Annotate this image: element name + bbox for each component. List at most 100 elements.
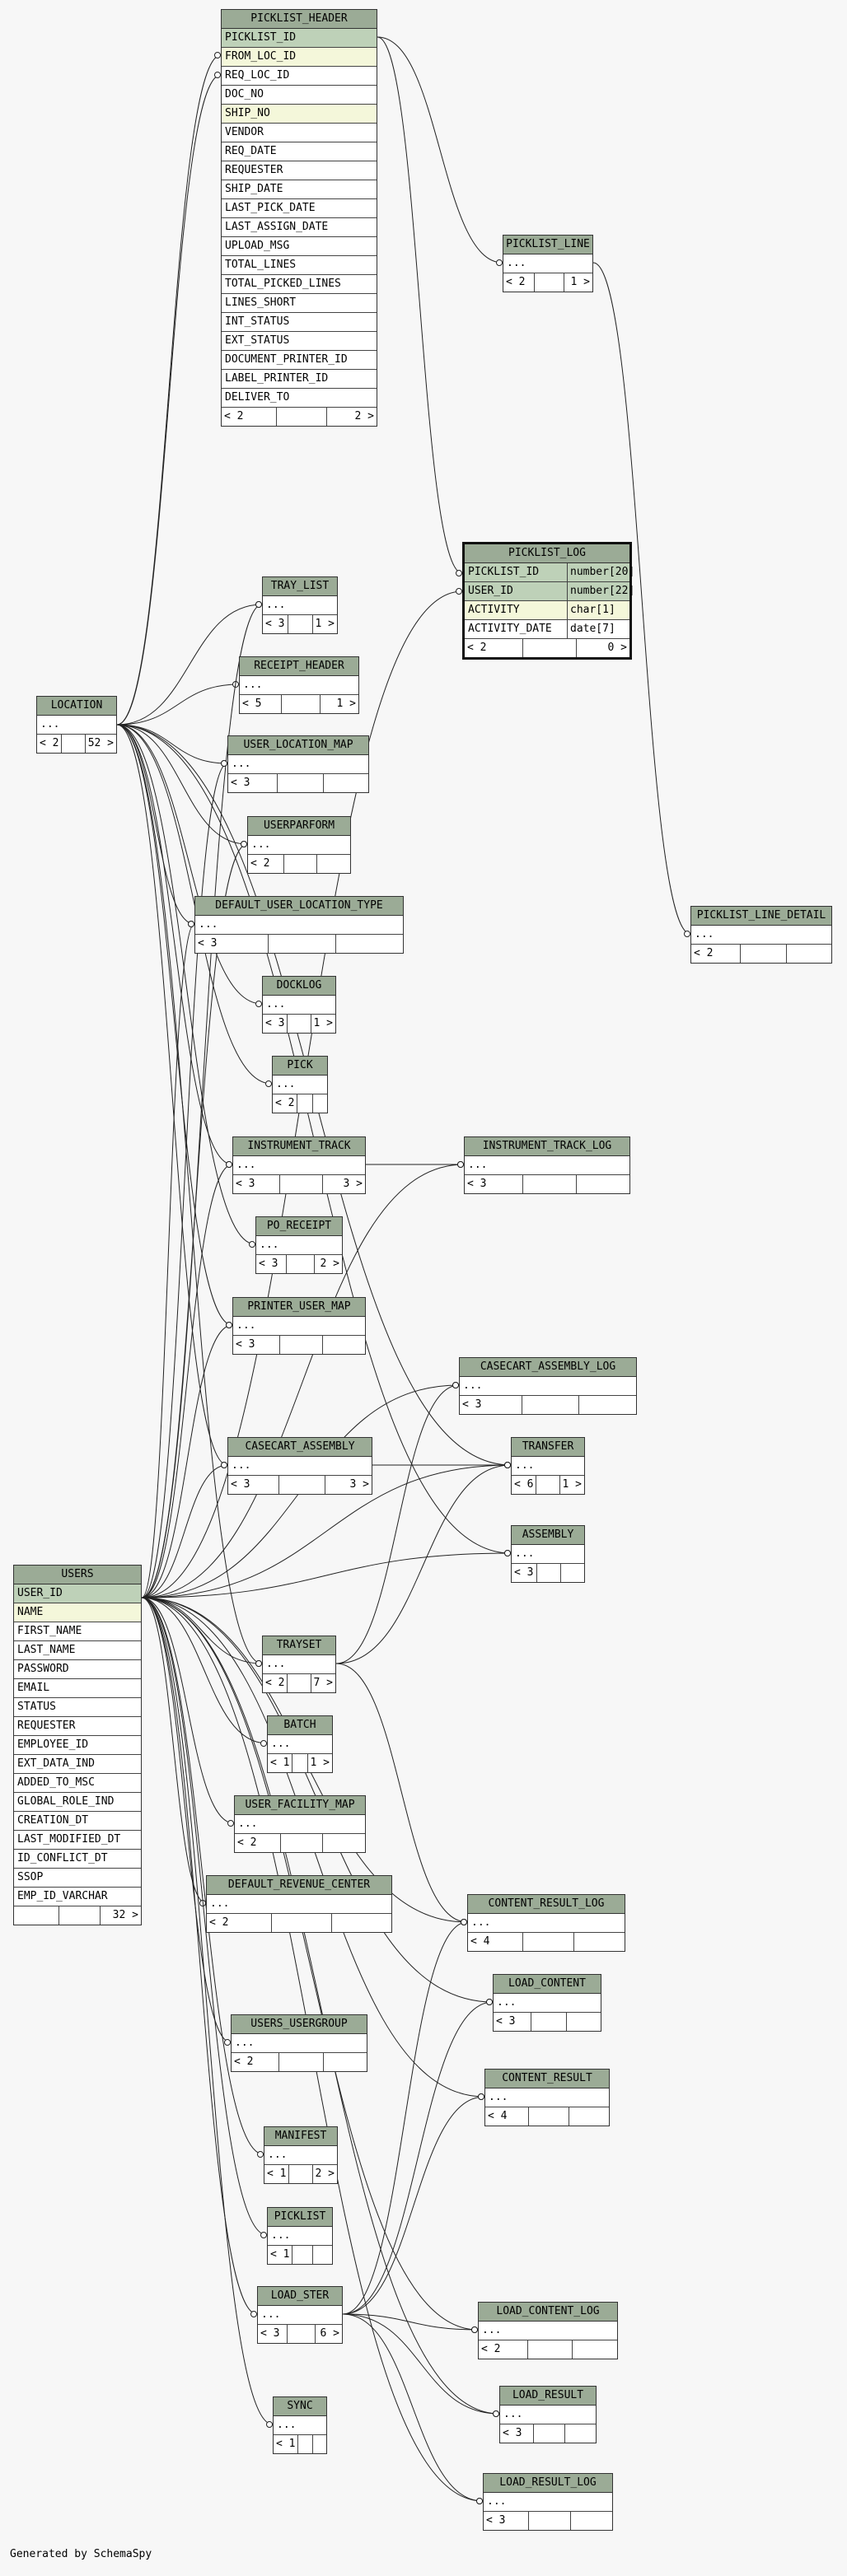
relationship-edge <box>335 1663 468 1923</box>
table-content-result[interactable]: CONTENT_RESULT...< 4 <box>484 2069 610 2126</box>
table-instrument-track-log[interactable]: INSTRUMENT_TRACK_LOG...< 3 <box>464 1136 630 1194</box>
table-title: TRAY_LIST <box>263 577 337 596</box>
table-title: BATCH <box>268 1716 332 1735</box>
children-count <box>317 855 350 873</box>
table-title: LOAD_CONTENT_LOG <box>479 2303 617 2322</box>
column-summary: ... <box>264 2146 337 2165</box>
table-footer: < 1 <box>268 2246 332 2264</box>
column-row: LAST_ASSIGN_DATE <box>222 218 377 237</box>
table-user-facility-map[interactable]: USER_FACILITY_MAP...< 2 <box>234 1795 366 1853</box>
crowfoot-marker <box>255 601 262 608</box>
children-count <box>567 2013 601 2031</box>
column-row: DOCUMENT_PRINTER_ID <box>222 351 377 370</box>
table-footer: < 2 <box>691 945 831 963</box>
table-title: PO_RECEIPT <box>256 1217 342 1236</box>
relationship-edge <box>342 2313 484 2502</box>
table-users-usergroup[interactable]: USERS_USERGROUP...< 2 <box>231 2014 367 2072</box>
crowfoot-marker <box>249 1241 255 1248</box>
parents-count: < 3 <box>500 2424 535 2443</box>
column-summary: ... <box>460 1377 636 1396</box>
table-sync[interactable]: SYNC...< 1 <box>273 2396 327 2454</box>
table-title: RECEIPT_HEADER <box>240 657 358 676</box>
children-count: 1 > <box>570 276 590 288</box>
parents-count: < 2 <box>479 2340 528 2359</box>
table-title: USERS <box>14 1566 141 1584</box>
row-count <box>269 935 337 953</box>
row-count <box>287 1255 315 1273</box>
children-count: 1 > <box>315 618 335 630</box>
relationship-edge <box>141 763 228 1598</box>
column-summary: ... <box>274 2416 326 2435</box>
children-count <box>313 2246 332 2264</box>
children-count <box>574 1933 625 1951</box>
relationship-edge <box>116 724 263 1664</box>
table-picklist-line-detail[interactable]: PICKLIST_LINE_DETAIL...< 2 <box>690 906 832 964</box>
row-count <box>62 735 86 753</box>
relationship-edge <box>141 1552 512 1598</box>
table-casecart-assembly-log[interactable]: CASECART_ASSEMBLY_LOG...< 3 <box>459 1357 637 1415</box>
row-count <box>279 2053 324 2071</box>
column-summary: ... <box>232 2034 367 2053</box>
parents-count: < 2 <box>232 2053 280 2071</box>
relationship-edge <box>141 1597 232 2043</box>
table-pick[interactable]: PICK...< 2 <box>272 1056 328 1113</box>
table-load-result[interactable]: LOAD_RESULT...< 3 <box>499 2386 597 2443</box>
column-row: CREATION_DT <box>14 1812 141 1831</box>
children-count: 1 > <box>562 1478 582 1491</box>
column-row: LAST_NAME <box>14 1641 141 1660</box>
table-picklist[interactable]: PICKLIST...< 1 <box>267 2207 333 2265</box>
row-count <box>288 2325 316 2343</box>
column-row: PASSWORD <box>14 1660 141 1679</box>
children-count <box>336 935 403 953</box>
table-default-user-location-type[interactable]: DEFAULT_USER_LOCATION_TYPE...< 3 <box>194 896 404 954</box>
children-count <box>324 774 368 792</box>
crowfoot-marker <box>260 2232 267 2238</box>
children-count: 1 > <box>313 1017 333 1029</box>
children-count: 3 > <box>349 1478 369 1491</box>
generated-by-label: Generated by SchemaSpy <box>10 2548 152 2560</box>
relationship-edge <box>141 1597 235 1824</box>
crowfoot-marker <box>265 1080 272 1087</box>
crowfoot-marker <box>255 1001 262 1007</box>
parents-count: < 2 <box>691 945 742 963</box>
table-content-result-log[interactable]: CONTENT_RESULT_LOG...< 4 <box>467 1894 625 1952</box>
table-title: PICKLIST_HEADER <box>222 10 377 29</box>
parents-count: < 3 <box>263 1015 288 1033</box>
crowfoot-marker <box>504 1462 511 1468</box>
table-footer: < 2 <box>248 855 350 873</box>
table-printer-user-map[interactable]: PRINTER_USER_MAP...< 3 <box>232 1297 366 1355</box>
row-count <box>528 2340 573 2359</box>
relationship-edge <box>116 74 222 726</box>
column-summary: ... <box>691 926 831 945</box>
crowfoot-marker <box>226 1322 232 1328</box>
table-load-content-log[interactable]: LOAD_CONTENT_LOG...< 2 <box>478 2302 618 2359</box>
relationship-edge <box>141 1464 512 1598</box>
table-title: LOAD_RESULT_LOG <box>484 2474 612 2493</box>
table-user-location-map[interactable]: USER_LOCATION_MAP...< 3 <box>227 735 369 793</box>
column-row: EMPLOYEE_ID <box>14 1736 141 1755</box>
table-userparform[interactable]: USERPARFORM...< 2 <box>247 816 351 874</box>
table-assembly[interactable]: ASSEMBLY...< 3 <box>511 1525 585 1583</box>
table-load-content[interactable]: LOAD_CONTENT...< 3 <box>493 1974 601 2032</box>
column-summary: ... <box>263 1655 335 1674</box>
table-default-revenue-center[interactable]: DEFAULT_REVENUE_CENTER...< 2 <box>206 1875 392 1933</box>
table-load-result-log[interactable]: LOAD_RESULT_LOG...< 3 <box>483 2473 613 2531</box>
